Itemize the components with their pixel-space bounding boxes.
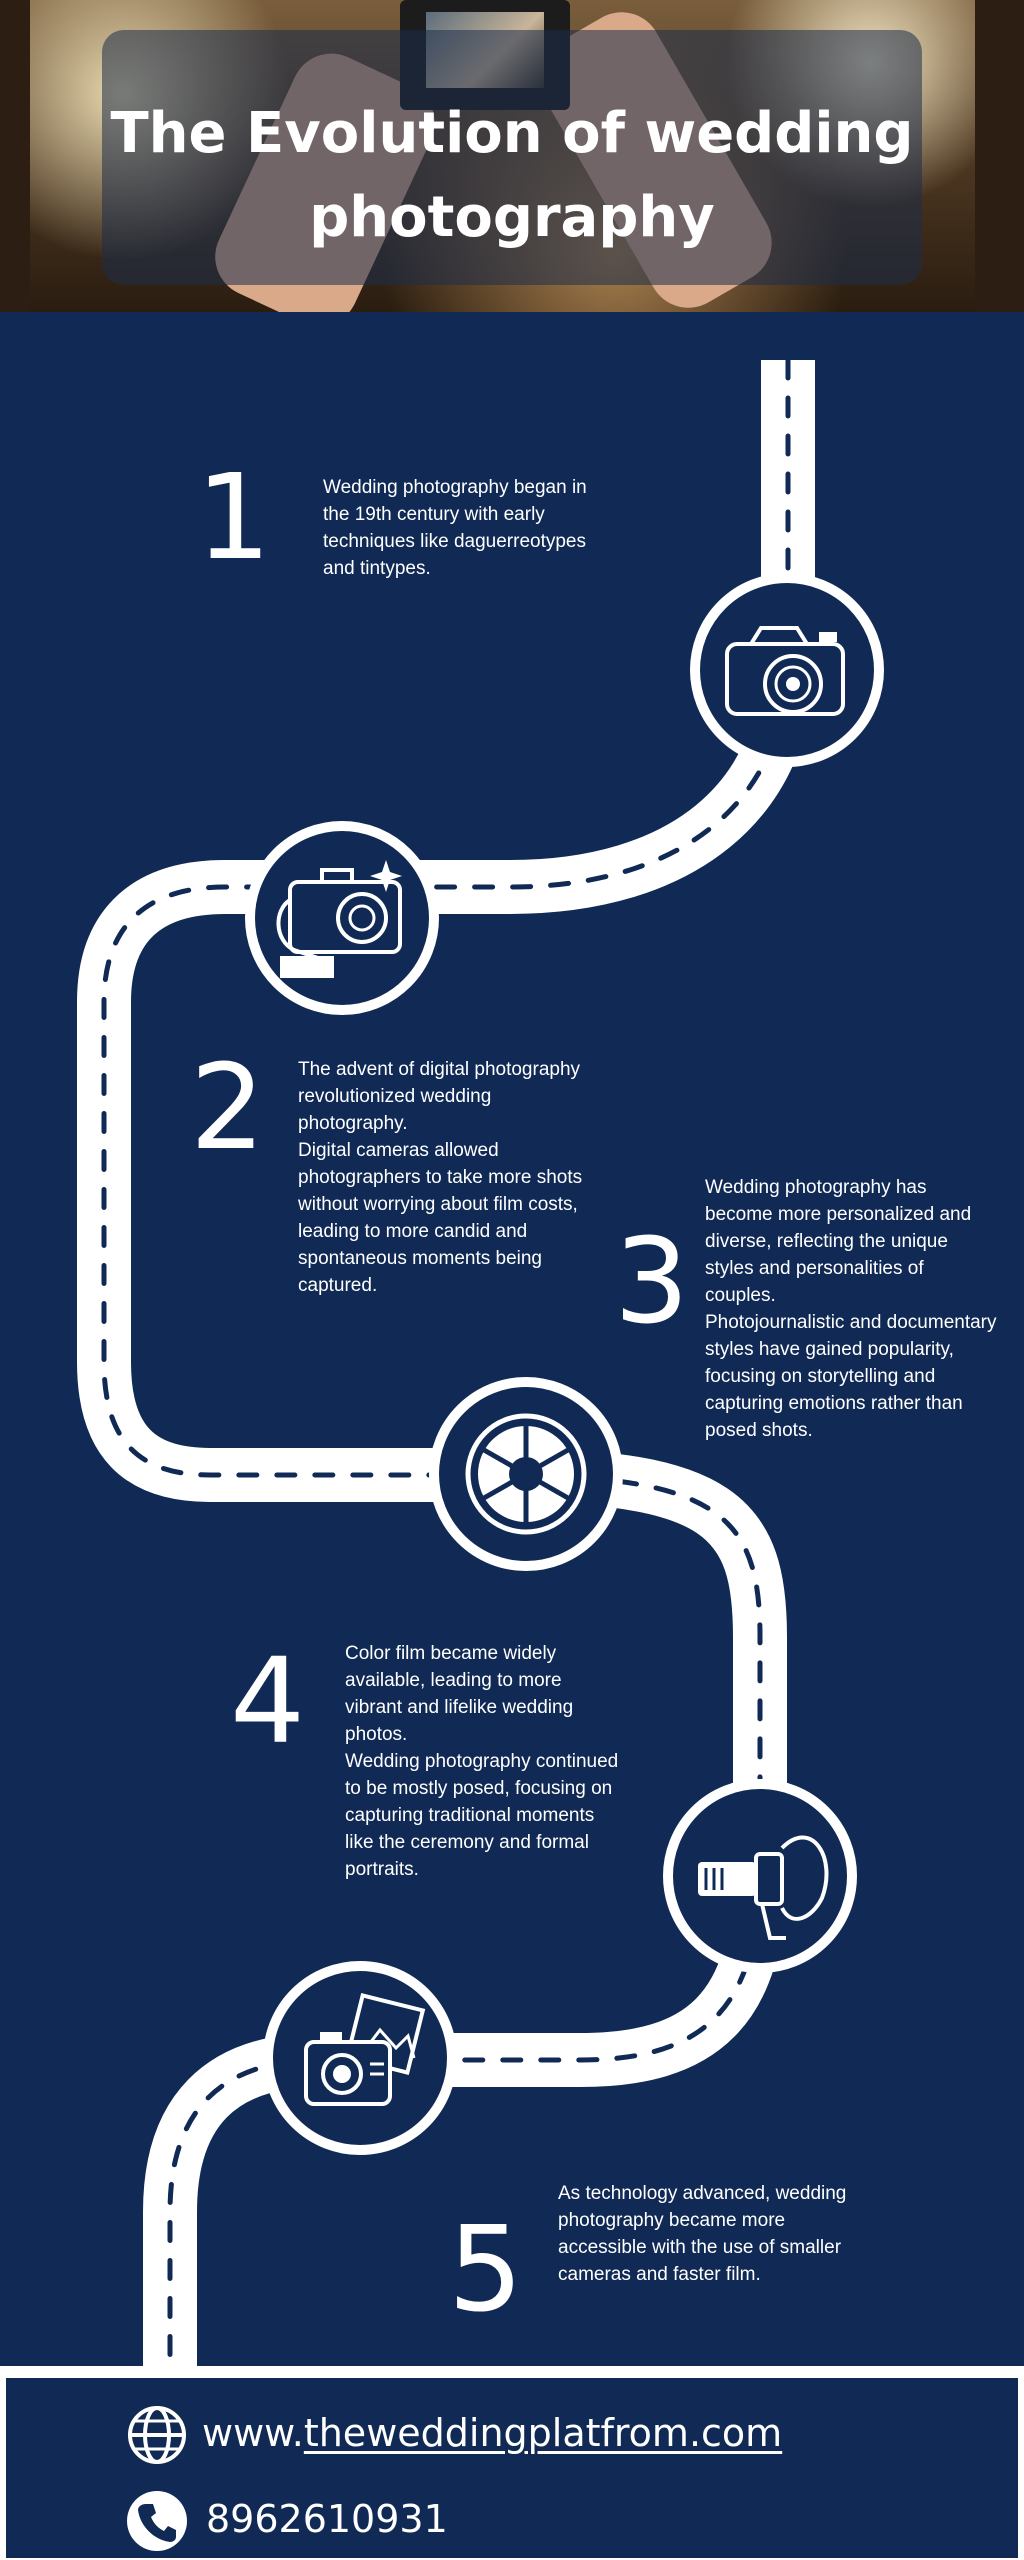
page-title: The Evolution of wedding photography (102, 92, 922, 260)
step-text: The advent of digital photography revolu… (298, 1059, 581, 1134)
timeline-section: 1 Wedding photography began in the 19th … (0, 312, 1024, 2366)
tree-trunk (0, 0, 30, 312)
website-link[interactable]: www.theweddingplatfrom.com (202, 2410, 782, 2456)
dslr-camera-icon (690, 573, 884, 767)
step-description: Wedding photography has become more pers… (705, 1174, 999, 1444)
step-text: Wedding photography continued to be most… (345, 1751, 619, 1880)
step-text: Digital cameras allowed photographers to… (298, 1140, 583, 1296)
step-text: As technology advanced, wedding photogra… (558, 2183, 847, 2285)
camera-photos-icon (263, 1961, 457, 2155)
step-number: 5 (448, 2200, 524, 2338)
title-line: photography (309, 185, 715, 250)
title-line: The Evolution of wedding (110, 101, 914, 166)
globe-icon (128, 2406, 186, 2464)
step-text: Wedding photography has become more pers… (705, 1177, 972, 1306)
step-description: Wedding photography began in the 19th ce… (323, 474, 613, 582)
step-number: 1 (196, 448, 272, 586)
step-text: Photojournalistic and documentary styles… (705, 1312, 997, 1441)
step-number: 3 (614, 1212, 690, 1350)
phone-icon (127, 2491, 187, 2551)
step-description: The advent of digital photography revolu… (298, 1056, 583, 1299)
step-description: As technology advanced, wedding photogra… (558, 2180, 878, 2288)
step-number: 4 (230, 1632, 306, 1770)
aperture-icon (429, 1377, 623, 1571)
website-domain: theweddingplatfrom.com (303, 2411, 783, 2455)
phone-number[interactable]: 8962610931 (206, 2497, 448, 2541)
photographer-icon (663, 1779, 857, 1973)
title-box (102, 30, 922, 285)
contact-footer: www.theweddingplatfrom.com 8962610931 (6, 2378, 1018, 2558)
tree-trunk (975, 0, 1024, 312)
hand-camera-icon (245, 821, 439, 1015)
step-description: Color film became widely available, lead… (345, 1640, 620, 1883)
step-text: Color film became widely available, lead… (345, 1643, 574, 1745)
step-text: Wedding photography began in the 19th ce… (323, 477, 587, 579)
step-number: 2 (190, 1038, 266, 1176)
hero-photo: The Evolution of wedding photography (0, 0, 1024, 312)
website-prefix: www. (202, 2411, 304, 2455)
